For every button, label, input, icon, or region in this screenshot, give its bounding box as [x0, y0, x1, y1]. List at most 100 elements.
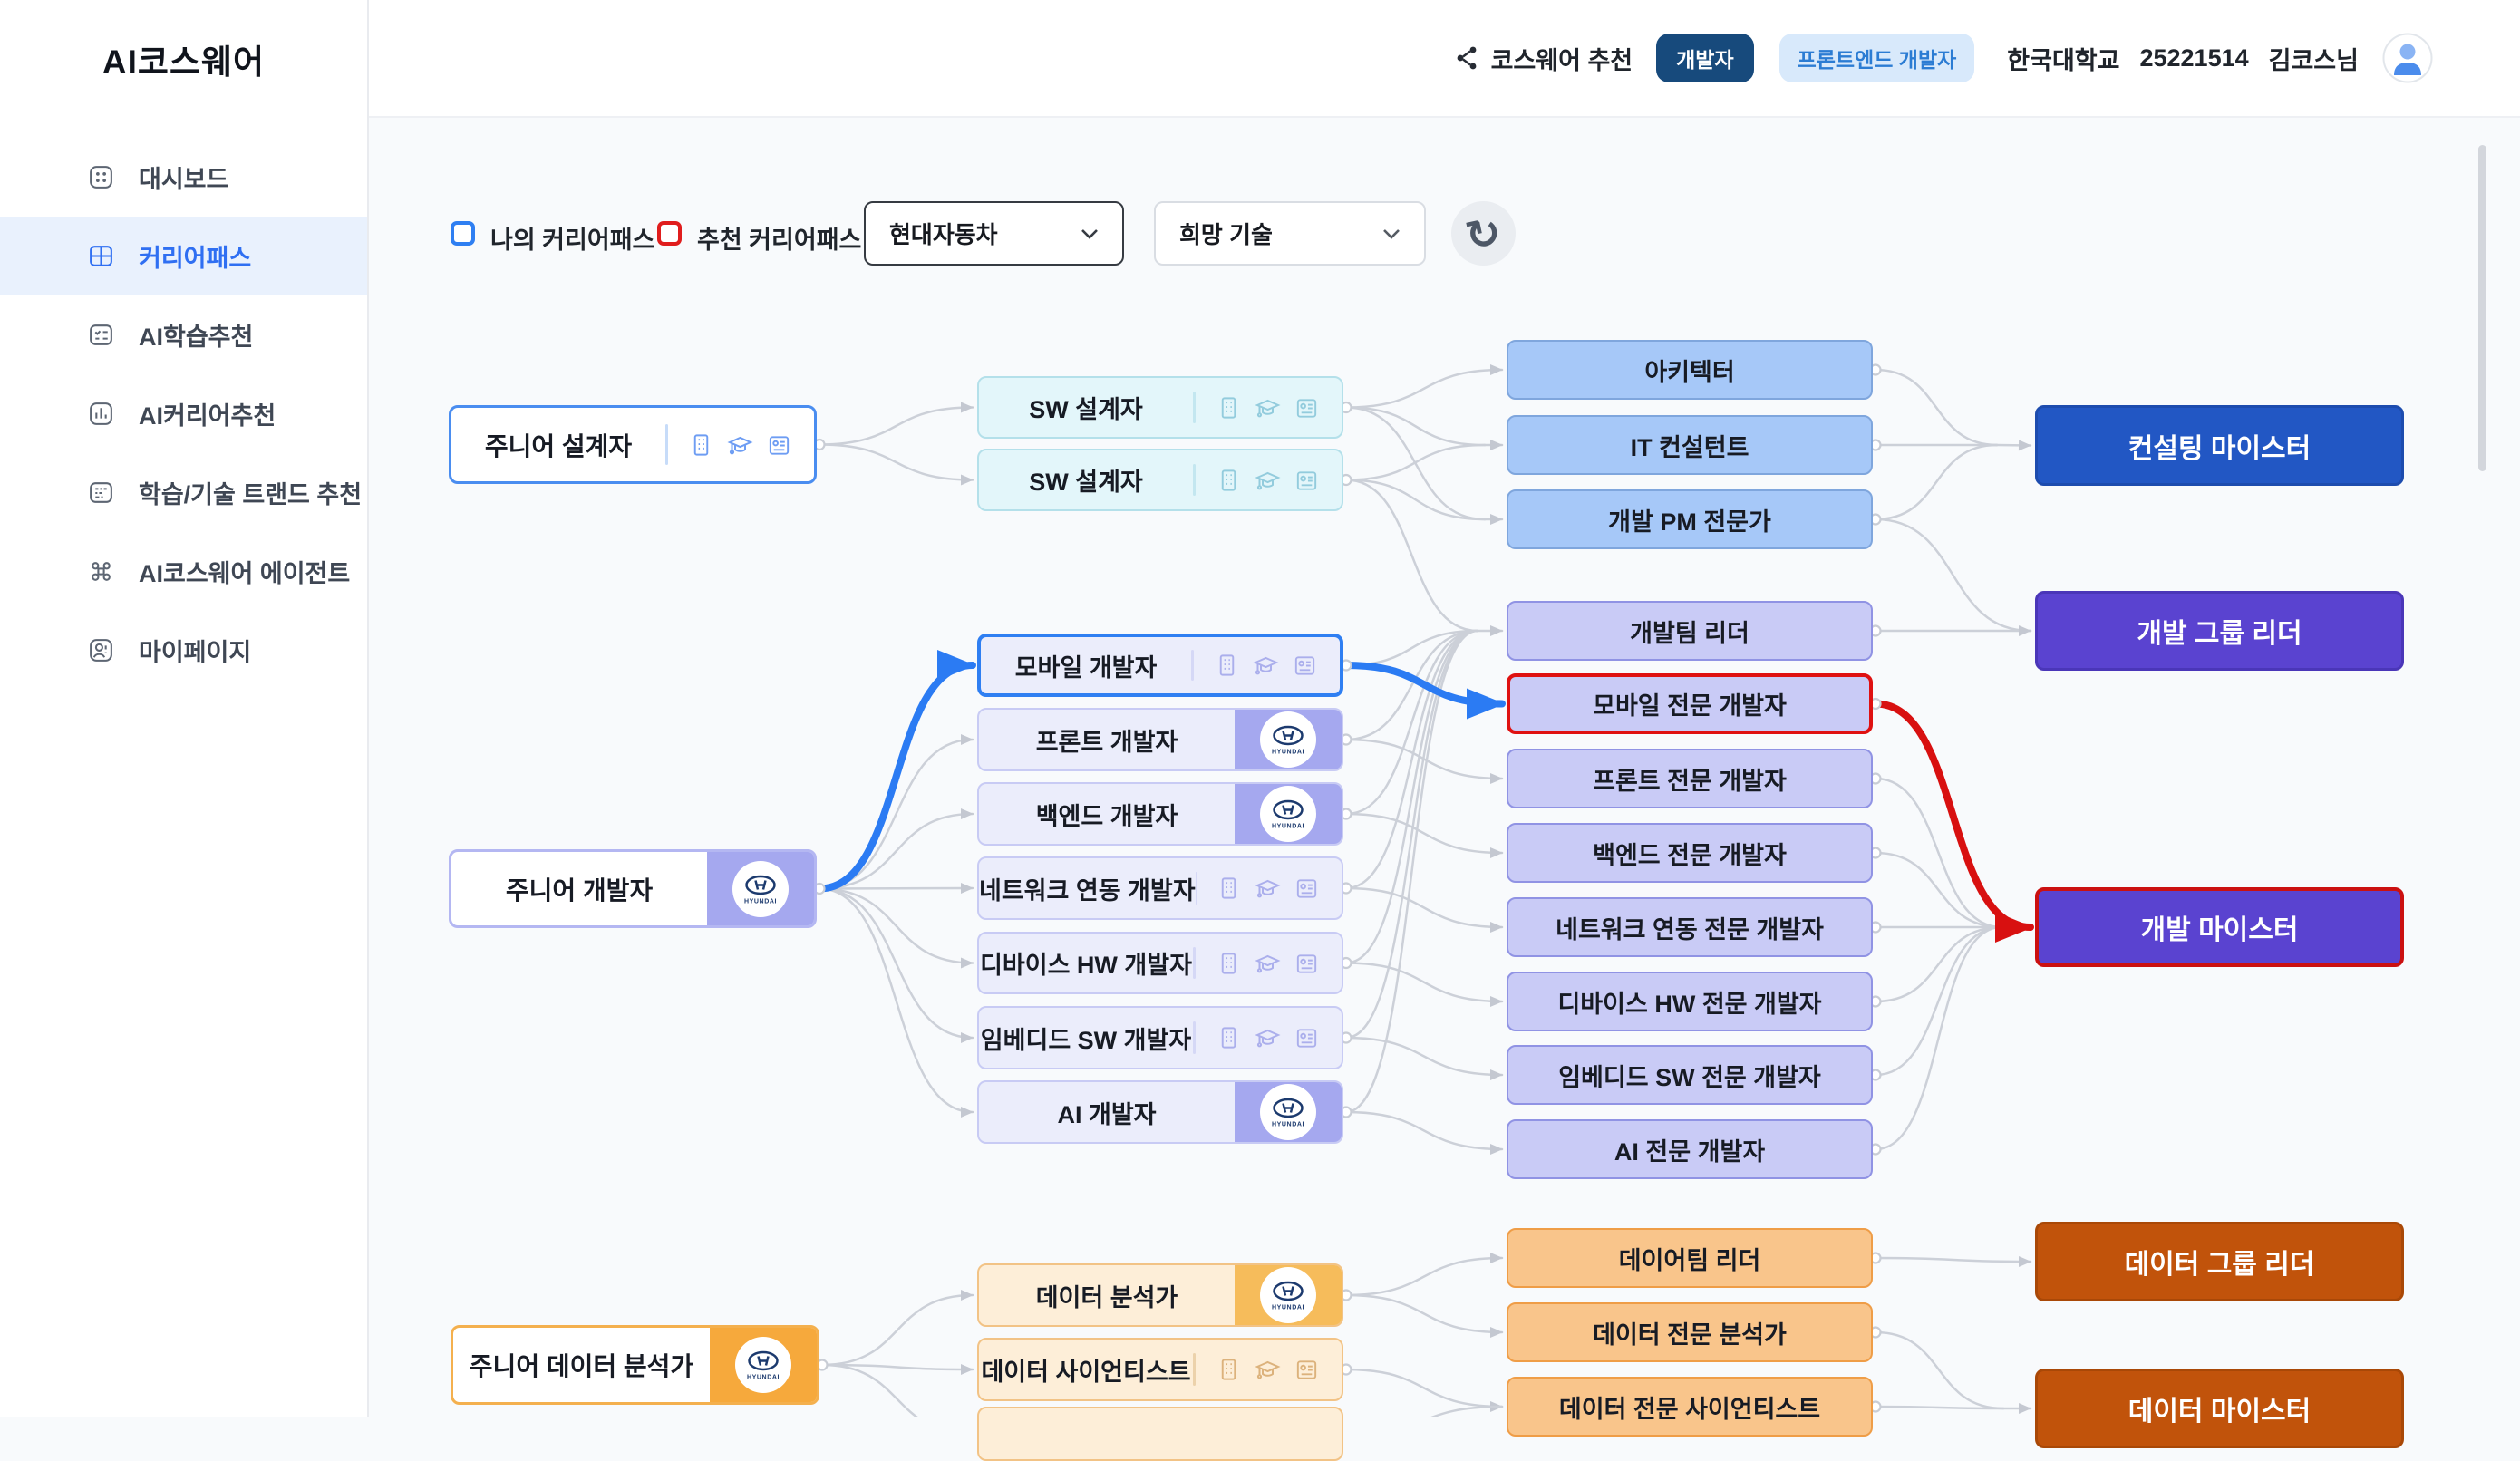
flow-node-device-dev[interactable]: 디바이스 HW 개발자	[977, 932, 1343, 994]
flow-node-network-pro[interactable]: 네트워크 연동 전문 개발자	[1507, 897, 1873, 957]
sidebar-item-label: AI코스웨어 에이전트	[139, 554, 350, 589]
flow-node-mobile-pro[interactable]: 모바일 전문 개발자	[1507, 673, 1873, 734]
sidebar-item-mypage[interactable]: 마이페이지	[0, 611, 367, 690]
top-header: 코스웨어 추천 개발자 프론트엔드 개발자 한국대학교 25221514 김코스…	[369, 0, 2520, 118]
svg-text:HYUNDAI: HYUNDAI	[1272, 824, 1304, 830]
flow-edge	[819, 740, 973, 889]
flow-node-consult-meister[interactable]: 컨설팅 마이스터	[2035, 405, 2404, 486]
node-label	[979, 1408, 1342, 1459]
flow-node-pm[interactable]: 개발 PM 전문가	[1507, 489, 1873, 549]
flow-edge	[819, 408, 973, 445]
flow-node-jr-dev[interactable]: 주니어 개발자 HYUNDAI	[449, 849, 817, 928]
flow-node-device-pro[interactable]: 디바이스 HW 전문 개발자	[1507, 972, 1873, 1031]
flow-edge	[1875, 1258, 2031, 1262]
flow-node-sw2[interactable]: SW 설계자	[977, 449, 1343, 511]
flow-node-embedded-dev[interactable]: 임베디드 SW 개발자	[977, 1006, 1343, 1069]
flow-node-network-dev[interactable]: 네트워크 연동 개발자	[977, 856, 1343, 920]
node-label: 백엔드 전문 개발자	[1508, 825, 1871, 881]
recommend-path-checkbox[interactable]	[657, 221, 682, 246]
flow-node-data-analyst[interactable]: 데이터 분석가 HYUNDAI	[977, 1263, 1343, 1327]
node-label: 데이터 사이언티스트	[979, 1340, 1193, 1399]
flow-node-embedded-pro[interactable]: 임베디드 SW 전문 개발자	[1507, 1045, 1873, 1105]
flow-node-data-team-leader[interactable]: 데이어팀 리더	[1507, 1228, 1873, 1288]
flow-node-sw1[interactable]: SW 설계자	[977, 376, 1343, 439]
flow-node-data-group-leader[interactable]: 데이터 그룹 리더	[2035, 1222, 2404, 1301]
sidebar-item-ai-career[interactable]: AI커리어추천	[0, 374, 367, 453]
recommend-path-label[interactable]: 추천 커리어패스	[697, 220, 861, 256]
flow-node-dev-meister[interactable]: 개발 마이스터	[2035, 887, 2404, 967]
hyundai-logo-icon: HYUNDAI	[1260, 1267, 1316, 1323]
flow-node-data-pro-scientist[interactable]: 데이터 전문 사이언티스트	[1507, 1377, 1873, 1437]
node-label: 개발 PM 전문가	[1508, 491, 1871, 547]
flow-edge	[822, 1365, 973, 1417]
sidebar-item-label: 대시보드	[139, 160, 228, 195]
flow-node-backend-dev[interactable]: 백엔드 개발자HYUNDAI	[977, 782, 1343, 846]
flow-node-dev-group-leader[interactable]: 개발 그룹 리더	[2035, 591, 2404, 671]
certificate-icon	[766, 431, 792, 459]
flow-edge	[1346, 1369, 1502, 1407]
svg-text:HYUNDAI: HYUNDAI	[744, 898, 777, 905]
user-name: 김코스님	[2269, 41, 2359, 76]
flow-node-mobile-dev[interactable]: 모바일 개발자	[977, 634, 1343, 697]
flow-node-data-pro-analyst[interactable]: 데이터 전문 분석가	[1507, 1302, 1873, 1362]
skill-dropdown[interactable]: 희망 기술	[1154, 201, 1426, 266]
target-role-badge[interactable]: 프론트엔드 개발자	[1779, 34, 1975, 82]
flow-node-jr-designer[interactable]: 주니어 설계자	[449, 405, 817, 484]
my-path-label[interactable]: 나의 커리어패스	[490, 220, 654, 256]
flow-edge	[1346, 370, 1502, 408]
node-label: 컨설팅 마이스터	[2038, 408, 2401, 483]
flow-node-architect[interactable]: 아키텍터	[1507, 340, 1873, 400]
node-icon-group	[1196, 934, 1342, 992]
node-label: 데이터 분석가	[979, 1265, 1235, 1325]
node-label: 주니어 개발자	[451, 852, 707, 925]
flow-node-ai-pro[interactable]: AI 전문 개발자	[1507, 1119, 1873, 1179]
graduation-cap-icon	[1254, 875, 1282, 902]
node-label: IT 컨설턴트	[1508, 417, 1871, 473]
user-info: 한국대학교 25221514 김코스님	[2007, 41, 2359, 76]
mypage-icon	[87, 636, 115, 664]
node-icon-group	[1196, 858, 1342, 918]
user-avatar-icon[interactable]	[2382, 33, 2433, 83]
certificate-icon	[1294, 1356, 1320, 1383]
sidebar-item-agent[interactable]: AI코스웨어 에이전트	[0, 532, 367, 611]
flow-node-it-consult[interactable]: IT 컨설턴트	[1507, 415, 1873, 475]
flow-edge	[1875, 445, 1997, 519]
flow-node-data-scientist[interactable]: 데이터 사이언티스트	[977, 1338, 1343, 1401]
sidebar-item-careerpath[interactable]: 커리어패스	[0, 217, 367, 295]
hyundai-logo-icon: HYUNDAI	[732, 861, 789, 917]
hyundai-logo-icon: HYUNDAI	[1260, 1084, 1316, 1140]
flow-edge	[1997, 445, 2031, 446]
flow-node-front-dev[interactable]: 프론트 개발자 HYUNDAI	[977, 708, 1343, 771]
sidebar-nav: 대시보드 커리어패스 AI학습추천 AI커리어추천 학습/기술 트랜드 추천 A…	[0, 138, 367, 690]
flow-node-data-partial[interactable]	[977, 1407, 1343, 1461]
building-icon	[1216, 950, 1242, 977]
node-label: SW 설계자	[979, 378, 1193, 437]
sidebar-item-trend[interactable]: 학습/기술 트랜드 추천	[0, 453, 367, 532]
node-icon-group	[1194, 637, 1340, 693]
node-label: 아키텍터	[1508, 342, 1871, 398]
flow-edge	[1346, 480, 1478, 632]
refresh-button[interactable]: ↻	[1451, 201, 1516, 266]
svg-text:HYUNDAI: HYUNDAI	[1272, 750, 1304, 756]
flow-node-data-meister[interactable]: 데이터 마이스터	[2035, 1369, 2404, 1448]
flow-node-jr-data[interactable]: 주니어 데이터 분석가HYUNDAI	[451, 1325, 819, 1405]
courseware-recommend[interactable]: 코스웨어 추천	[1455, 41, 1633, 76]
company-logo-section: HYUNDAI	[710, 1328, 817, 1402]
flow-node-front-pro[interactable]: 프론트 전문 개발자	[1507, 749, 1873, 808]
sidebar-item-ai-learning[interactable]: AI학습추천	[0, 295, 367, 374]
flow-edge	[1346, 408, 1485, 446]
graduation-cap-icon	[1254, 1024, 1282, 1051]
sidebar-item-dashboard[interactable]: 대시보드	[0, 138, 367, 217]
flow-edge	[1346, 963, 1502, 1002]
vertical-scrollbar[interactable]	[2478, 145, 2486, 471]
flow-node-backend-pro[interactable]: 백엔드 전문 개발자	[1507, 823, 1873, 883]
flow-node-dev-team-leader[interactable]: 개발팀 리더	[1507, 601, 1873, 661]
role-badge[interactable]: 개발자	[1656, 34, 1753, 82]
graduation-cap-icon	[1254, 467, 1282, 494]
my-path-checkbox[interactable]	[451, 221, 475, 246]
flow-node-ai-dev[interactable]: AI 개발자HYUNDAI	[977, 1080, 1343, 1144]
node-label: 프론트 개발자	[979, 710, 1235, 769]
building-icon	[1216, 1356, 1242, 1383]
company-dropdown[interactable]: 현대자동차	[864, 201, 1124, 266]
graduation-cap-icon	[1254, 394, 1282, 421]
